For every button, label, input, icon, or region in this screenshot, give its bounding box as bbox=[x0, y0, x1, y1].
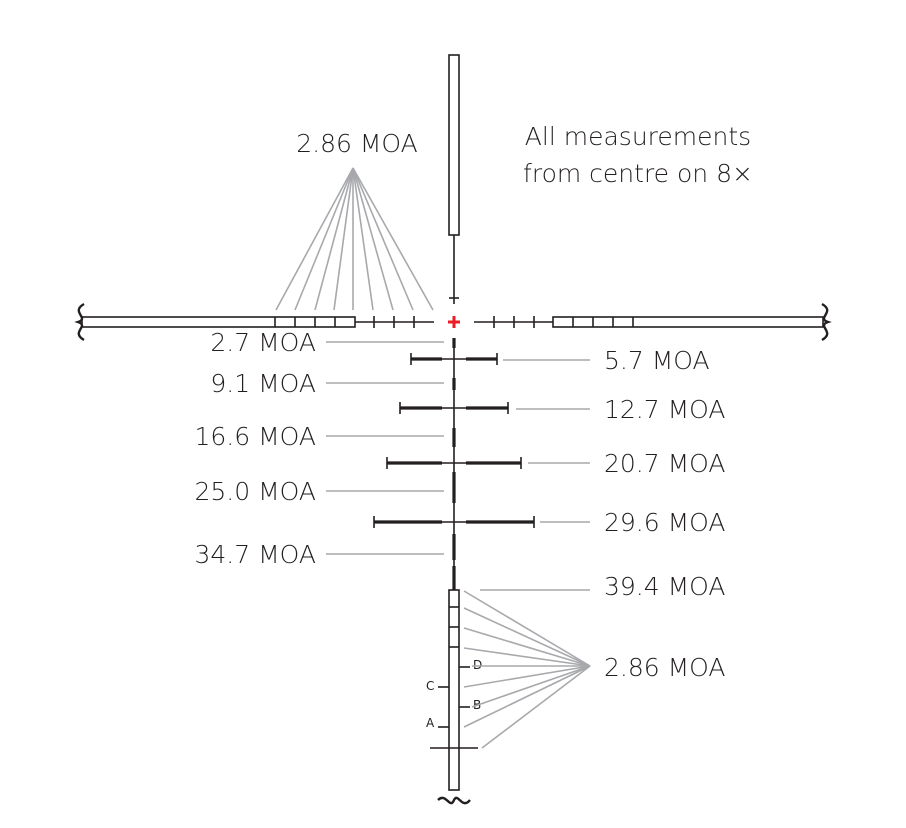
bottom-spacing-label: 2.86 MOA bbox=[604, 653, 726, 682]
post-mark-a: A bbox=[426, 716, 435, 730]
right-ticks bbox=[493, 316, 535, 328]
left-label-5: 34.7 MOA bbox=[194, 540, 316, 569]
note-line-1: All measurements bbox=[525, 122, 751, 151]
bottom-break-icon bbox=[437, 796, 471, 805]
bottom-post-dividers bbox=[449, 606, 459, 648]
right-break-icon bbox=[821, 302, 832, 342]
left-post bbox=[81, 316, 356, 328]
bottom-post bbox=[448, 589, 460, 791]
left-label-1: 2.7 MOA bbox=[210, 328, 316, 357]
left-label-3: 16.6 MOA bbox=[194, 422, 316, 451]
left-label-4: 25.0 MOA bbox=[194, 477, 316, 506]
centre-dot-icon bbox=[448, 316, 460, 328]
right-label-2: 12.7 MOA bbox=[604, 395, 726, 424]
left-label-2: 9.1 MOA bbox=[210, 369, 316, 398]
holdover-bar-4 bbox=[373, 516, 535, 528]
right-label-1: 5.7 MOA bbox=[604, 346, 710, 375]
right-label-5: 39.4 MOA bbox=[604, 572, 726, 601]
top-post bbox=[448, 54, 460, 236]
post-mark-d: D bbox=[473, 658, 482, 672]
top-leader-fan bbox=[275, 167, 434, 311]
note-line-2: from centre on 8× bbox=[523, 159, 753, 188]
holdover-bar-2 bbox=[399, 402, 509, 414]
left-ticks bbox=[373, 316, 415, 328]
bottom-leader-fan bbox=[463, 590, 591, 749]
left-post-dividers bbox=[274, 317, 336, 327]
right-post-dividers bbox=[572, 317, 634, 327]
bottom-post-ticks bbox=[430, 666, 478, 749]
right-label-4: 29.6 MOA bbox=[604, 508, 726, 537]
holdover-bar-1 bbox=[410, 353, 498, 365]
top-spacing-label: 2.86 MOA bbox=[296, 129, 418, 158]
right-label-3: 20.7 MOA bbox=[604, 449, 726, 478]
left-break-icon bbox=[74, 302, 85, 342]
post-mark-c: C bbox=[426, 679, 434, 693]
holdover-bar-3 bbox=[386, 457, 522, 469]
